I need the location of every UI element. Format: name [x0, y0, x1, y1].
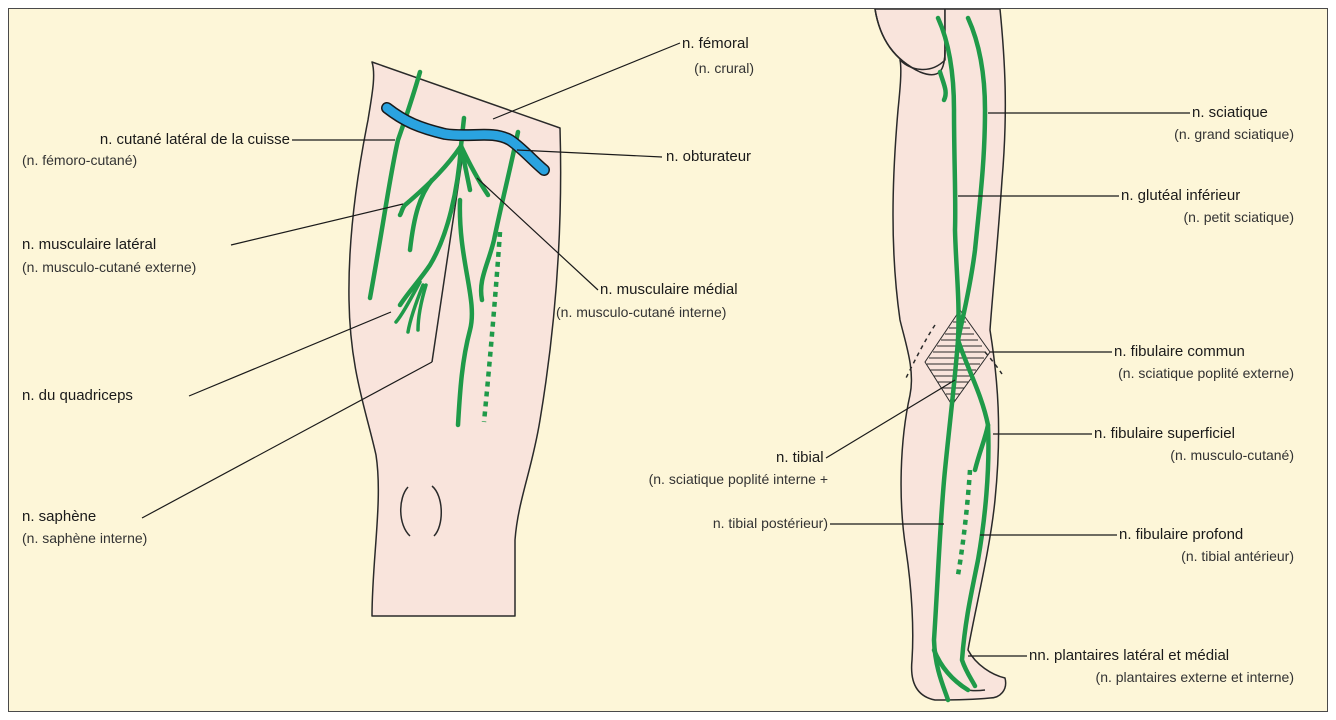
- label-tibial-sub1: (n. sciatique poplité interne +: [649, 471, 828, 487]
- label-fib-deep: n. fibulaire profond: [1119, 526, 1243, 543]
- label-fib-common-sub: (n. sciatique poplité externe): [1118, 365, 1294, 381]
- label-sciatic-sub: (n. grand sciatique): [1174, 126, 1294, 142]
- label-lat-cut-thigh-sub: (n. fémoro-cutané): [22, 152, 137, 168]
- label-plantar-sub: (n. plantaires externe et interne): [1096, 669, 1294, 685]
- label-quadriceps: n. du quadriceps: [22, 387, 133, 404]
- label-fib-deep-sub: (n. tibial antérieur): [1181, 548, 1294, 564]
- thigh-outline: [349, 62, 561, 616]
- label-fib-superficial: n. fibulaire superficiel: [1094, 425, 1235, 442]
- label-saphenous: n. saphène: [22, 508, 96, 525]
- leg-outline: [875, 9, 945, 75]
- label-lat-cut-thigh: n. cutané latéral de la cuisse: [100, 131, 290, 148]
- label-obturator: n. obturateur: [666, 148, 751, 165]
- posterior-leg: [875, 9, 1006, 700]
- leader-femoral: [493, 43, 680, 119]
- label-gluteal-inf: n. glutéal inférieur: [1121, 187, 1240, 204]
- label-femoral: n. fémoral: [682, 35, 749, 52]
- label-musc-lat: n. musculaire latéral: [22, 236, 156, 253]
- anterior-thigh: [349, 62, 561, 616]
- label-sciatic: n. sciatique: [1192, 104, 1268, 121]
- label-tibial: n. tibial: [776, 449, 824, 466]
- label-plantar: nn. plantaires latéral et médial: [1029, 647, 1229, 664]
- label-tibial-sub2: n. tibial postérieur): [713, 515, 828, 531]
- label-fib-superficial-sub: (n. musculo-cutané): [1170, 447, 1294, 463]
- label-musc-lat-sub: (n. musculo-cutané externe): [22, 259, 196, 275]
- leader-lines: [142, 43, 1190, 656]
- label-saphenous-sub: (n. saphène interne): [22, 530, 147, 546]
- label-gluteal-inf-sub: (n. petit sciatique): [1184, 209, 1295, 225]
- label-musc-med: n. musculaire médial: [600, 281, 738, 298]
- label-fib-common: n. fibulaire commun: [1114, 343, 1245, 360]
- label-femoral-sub: (n. crural): [694, 60, 754, 76]
- label-musc-med-sub: (n. musculo-cutané interne): [556, 304, 726, 320]
